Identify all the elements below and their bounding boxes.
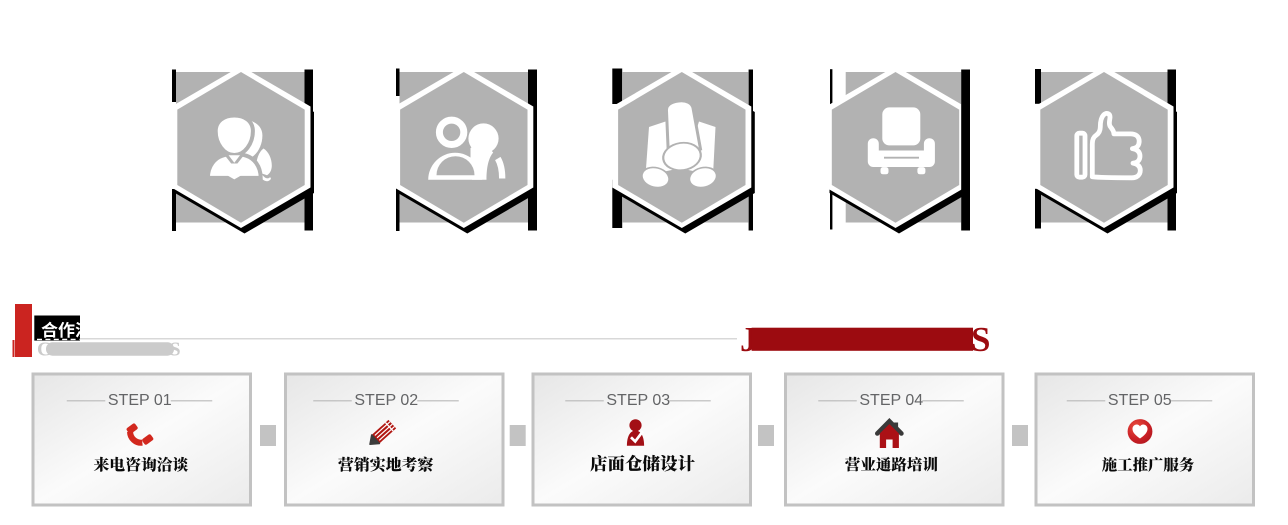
- svg-text:STEP 01: STEP 01: [108, 392, 172, 409]
- svg-text:S: S: [170, 339, 181, 361]
- svg-text:S: S: [971, 320, 990, 359]
- svg-text:STEP 03: STEP 03: [606, 392, 670, 409]
- svg-text:C: C: [37, 339, 51, 361]
- svg-text:STEP 04: STEP 04: [859, 392, 923, 409]
- svg-text:STEP 05: STEP 05: [1108, 392, 1172, 409]
- svg-text:STEP 02: STEP 02: [354, 392, 418, 409]
